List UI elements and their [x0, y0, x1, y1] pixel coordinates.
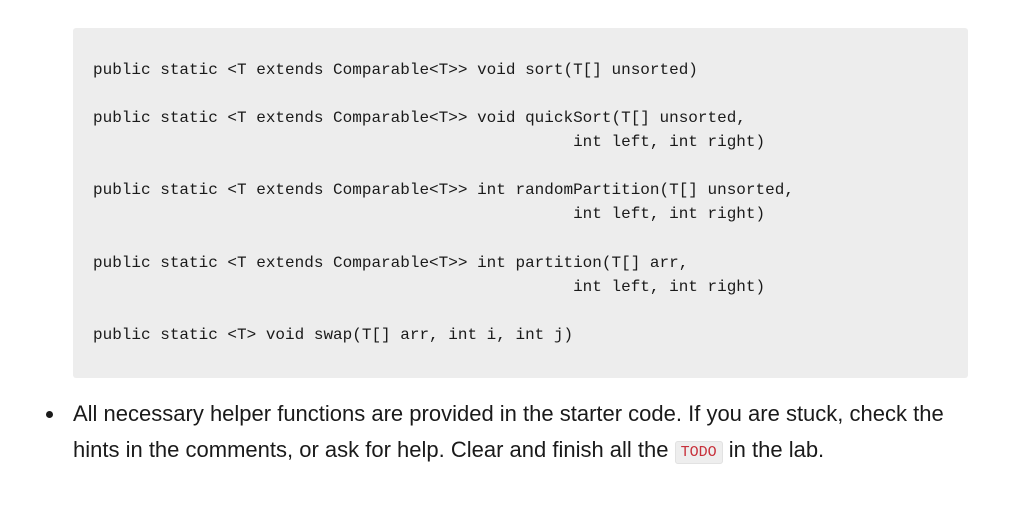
code-line-random-partition: public static <T extends Comparable<T>> … [93, 181, 794, 199]
code-line-random-partition-cont: int left, int right) [93, 205, 766, 223]
code-line-partition: public static <T extends Comparable<T>> … [93, 254, 689, 272]
bullet-text-before: All necessary helper functions are provi… [73, 401, 944, 462]
code-block: public static <T extends Comparable<T>> … [73, 28, 968, 378]
code-line-swap: public static <T> void swap(T[] arr, int… [93, 326, 574, 344]
code-line-sort: public static <T extends Comparable<T>> … [93, 61, 698, 79]
code-line-quicksort-cont: int left, int right) [93, 133, 766, 151]
bullet-list: All necessary helper functions are provi… [0, 396, 1022, 472]
bullet-dot [46, 411, 53, 418]
inline-code-todo: TODO [674, 441, 723, 464]
code-line-quicksort: public static <T extends Comparable<T>> … [93, 109, 746, 127]
bullet-text-after: in the lab. [722, 437, 825, 462]
list-item: All necessary helper functions are provi… [0, 396, 963, 472]
code-line-partition-cont: int left, int right) [93, 278, 766, 296]
